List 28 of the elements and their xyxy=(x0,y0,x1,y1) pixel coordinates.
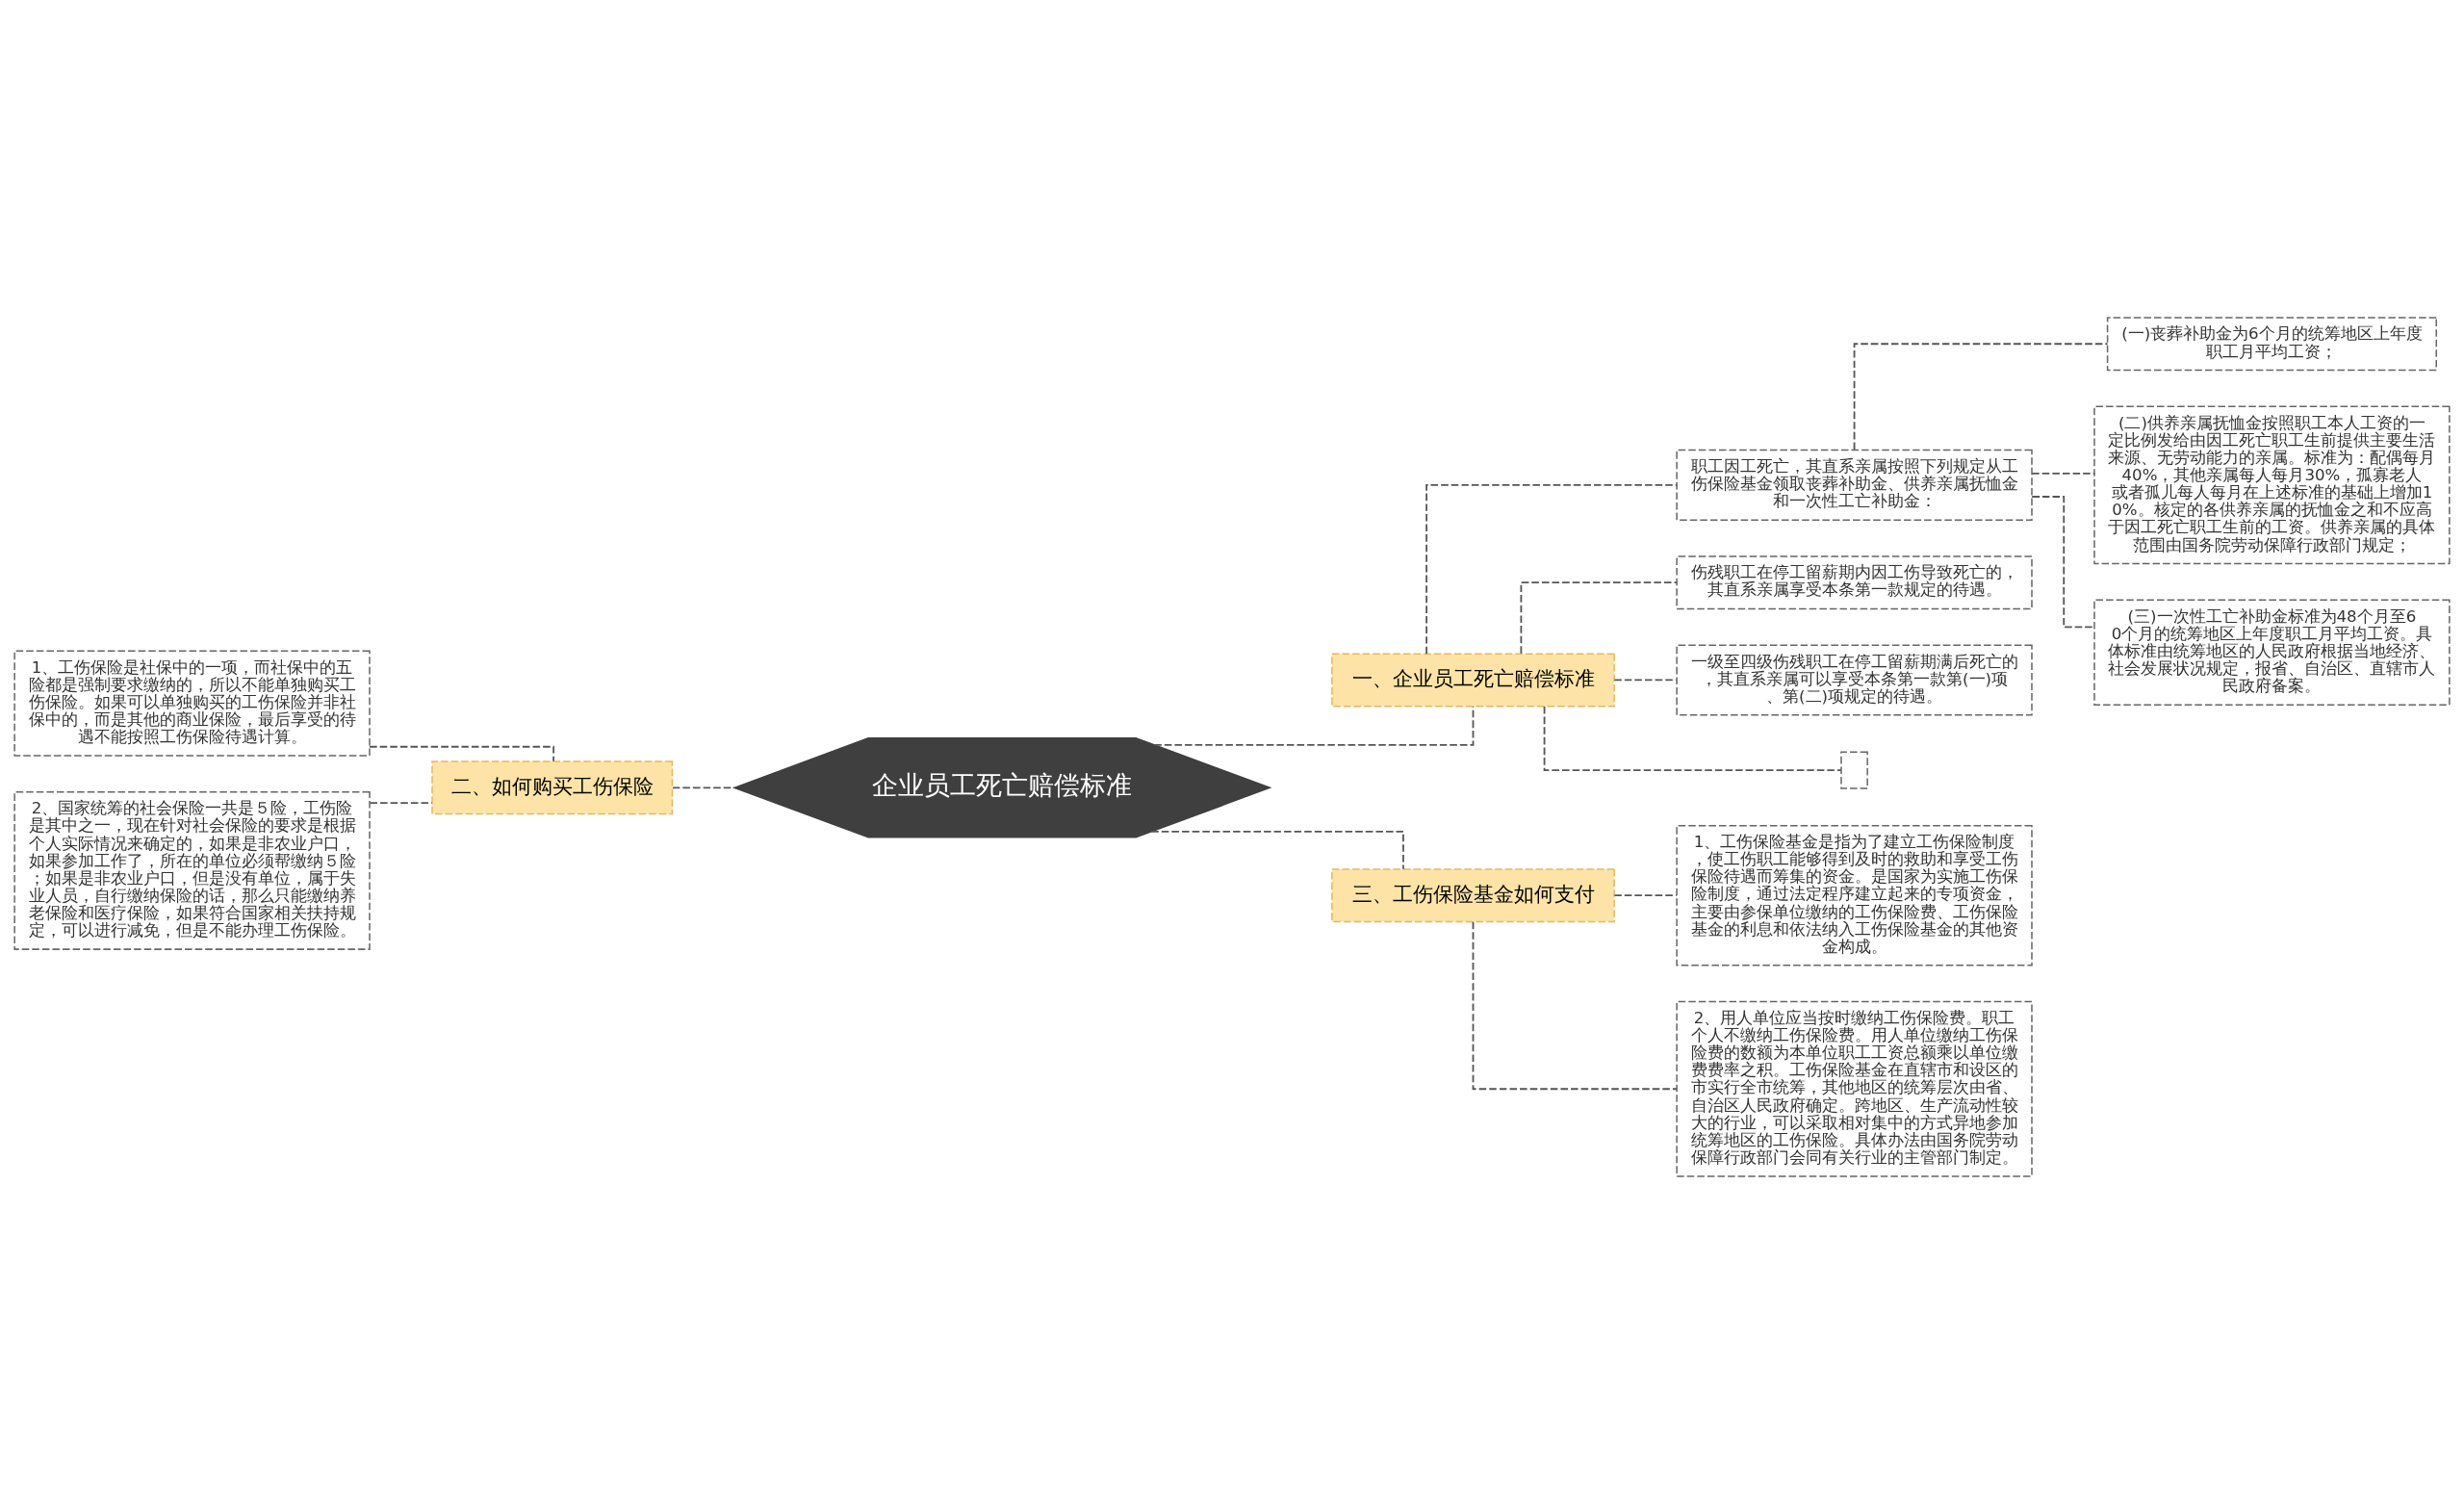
node-box: (三)一次性工亡补助金标准为48个月至60个月的统筹地区上年度职工月平均工资。具体标准由统筹地区的人民政府根据当地经济、社会发展状况规定，报省、自治区、直辖市人民政府备案。 xyxy=(2093,599,2451,706)
connector xyxy=(1543,706,1842,772)
connector xyxy=(369,802,433,805)
node-box: 1、工伤保险是社保中的一项，而社保中的五险都是强制要求缴纳的，所以不能单独购买工伤保险。如果可以单独购买的工伤保险并非社保中的，而是其他的商业保险，最后享受的待遇不能按照工伤保险待遇计算。 xyxy=(13,650,371,757)
node-box: 职工因工死亡，其直系亲属按照下列规定从工伤保险基金领取丧葬补助金、供养亲属抚恤金和一次性工亡补助金： xyxy=(1676,449,2033,521)
connector xyxy=(1153,705,1475,746)
connector xyxy=(1150,831,1404,870)
node-box: 二、如何购买工伤保险 xyxy=(431,760,674,815)
connector xyxy=(1425,484,1678,656)
connector xyxy=(369,745,554,762)
node-box: 三、工伤保险基金如何支付 xyxy=(1331,868,1615,923)
connector xyxy=(1853,343,2109,451)
node-box: (一)丧葬补助金为6个月的统筹地区上年度职工月平均工资； xyxy=(2106,317,2437,372)
node-box: 一级至四级伤残职工在停工留薪期满后死亡的，其直系亲属可以享受本条第一款第(一)项、第(二)项规定的待遇。 xyxy=(1676,644,2033,716)
node-box: 2、用人单位应当按时缴纳工伤保险费。职工个人不缴纳工伤保险费。用人单位缴纳工伤保险费的数额为本单位职工工资总额乘以单位缴费费率之积。工伤保险基金在直辖市和设区的市实行全市统筹，其他地区的统筹层次由省、自治区人民政府确定。跨地区、生产流动性较大的行业，可以采取相对集中的方式异地参加统筹地区的工伤保险。具体办法由国务院劳动保障行政部门会同有关行业的主管部门制定。 xyxy=(1676,1000,2033,1177)
connector xyxy=(2031,472,2095,475)
node-box: 1、工伤保险基金是指为了建立工伤保险制度，使工伤职工能够得到及时的救助和享受工伤保险待遇而筹集的资金。是国家为实施工伤保险制度，通过法定程序建立起来的专项资金，主要由参保单位缴纳的工伤保险费、工伤保险基金的利息和依法纳入工伤保险基金的其他资金构成。 xyxy=(1676,824,2033,966)
node-box xyxy=(1840,751,1868,789)
connector xyxy=(672,786,736,789)
node-box: 伤残职工在停工留薪期内因工伤导致死亡的，其直系亲属享受本条第一款规定的待遇。 xyxy=(1676,555,2033,610)
node-box: 2、国家统筹的社会保险一共是５险，工伤险是其中之一，现在针对社会保险的要求是根据个人实际情况来确定的，如果是非农业户口，如果参加工作了，所在的单位必须帮缴纳５险；如果是非农业户口，但是没有单位，属于失业人员，自行缴纳保险的话，那么只能缴纳养老保险和医疗保险，如果符合国家相关扶持规定，可以进行减免，但是不能办理工伤保险。 xyxy=(13,791,371,950)
connector xyxy=(1613,894,1678,897)
connector xyxy=(1613,679,1678,682)
node-box: 一、企业员工死亡赔偿标准 xyxy=(1331,653,1615,708)
node-box: (二)供养亲属抚恤金按照职工本人工资的一定比例发给由因工死亡职工生前提供主要生活来源、无劳动能力的亲属。标准为：配偶每月40%，其他亲属每人每月30%，孤寡老人或者孤儿每人每月在上述标准的基础上增加10%。核定的各供养亲属的抚恤金之和不应高于因工死亡职工生前的工资。供养亲属的具体范围由国务院劳动保障行政部门规定； xyxy=(2093,405,2451,565)
connector xyxy=(1520,581,1678,655)
connector xyxy=(1472,920,1678,1091)
connector xyxy=(2031,496,2095,629)
